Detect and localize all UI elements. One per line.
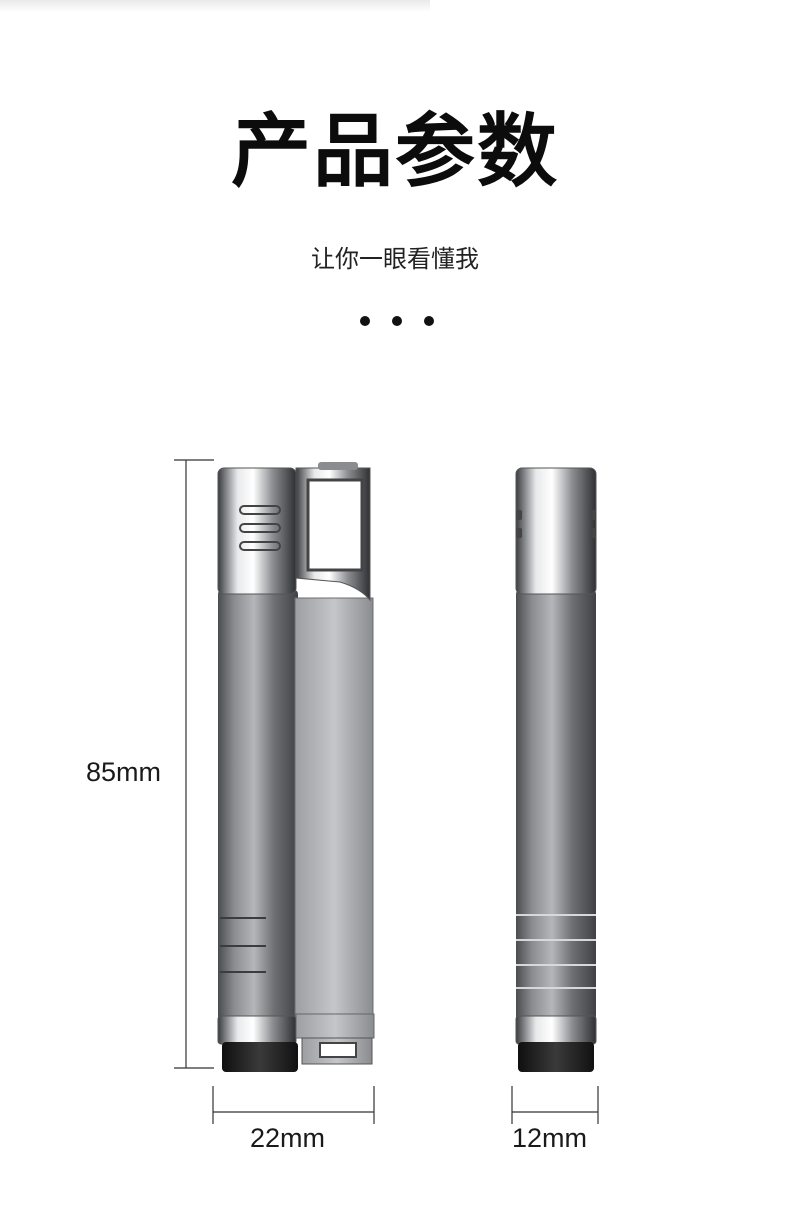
width-label: 22mm (250, 1123, 326, 1153)
height-dimension (174, 459, 214, 1069)
lighter-side-view (515, 467, 597, 1072)
width-dimension (212, 1086, 375, 1124)
depth-dimension (511, 1086, 599, 1124)
dot-icon (360, 316, 370, 326)
top-shadow (0, 0, 430, 12)
dot-icon (392, 316, 402, 326)
page-subtitle: 让你一眼看懂我 (311, 245, 479, 273)
decorative-dots (360, 316, 434, 328)
height-label: 85mm (86, 757, 162, 787)
page-title: 产品参数 (231, 105, 559, 198)
depth-label: 12mm (512, 1123, 588, 1153)
dot-icon (424, 316, 434, 326)
lighter-front-view (217, 462, 375, 1072)
